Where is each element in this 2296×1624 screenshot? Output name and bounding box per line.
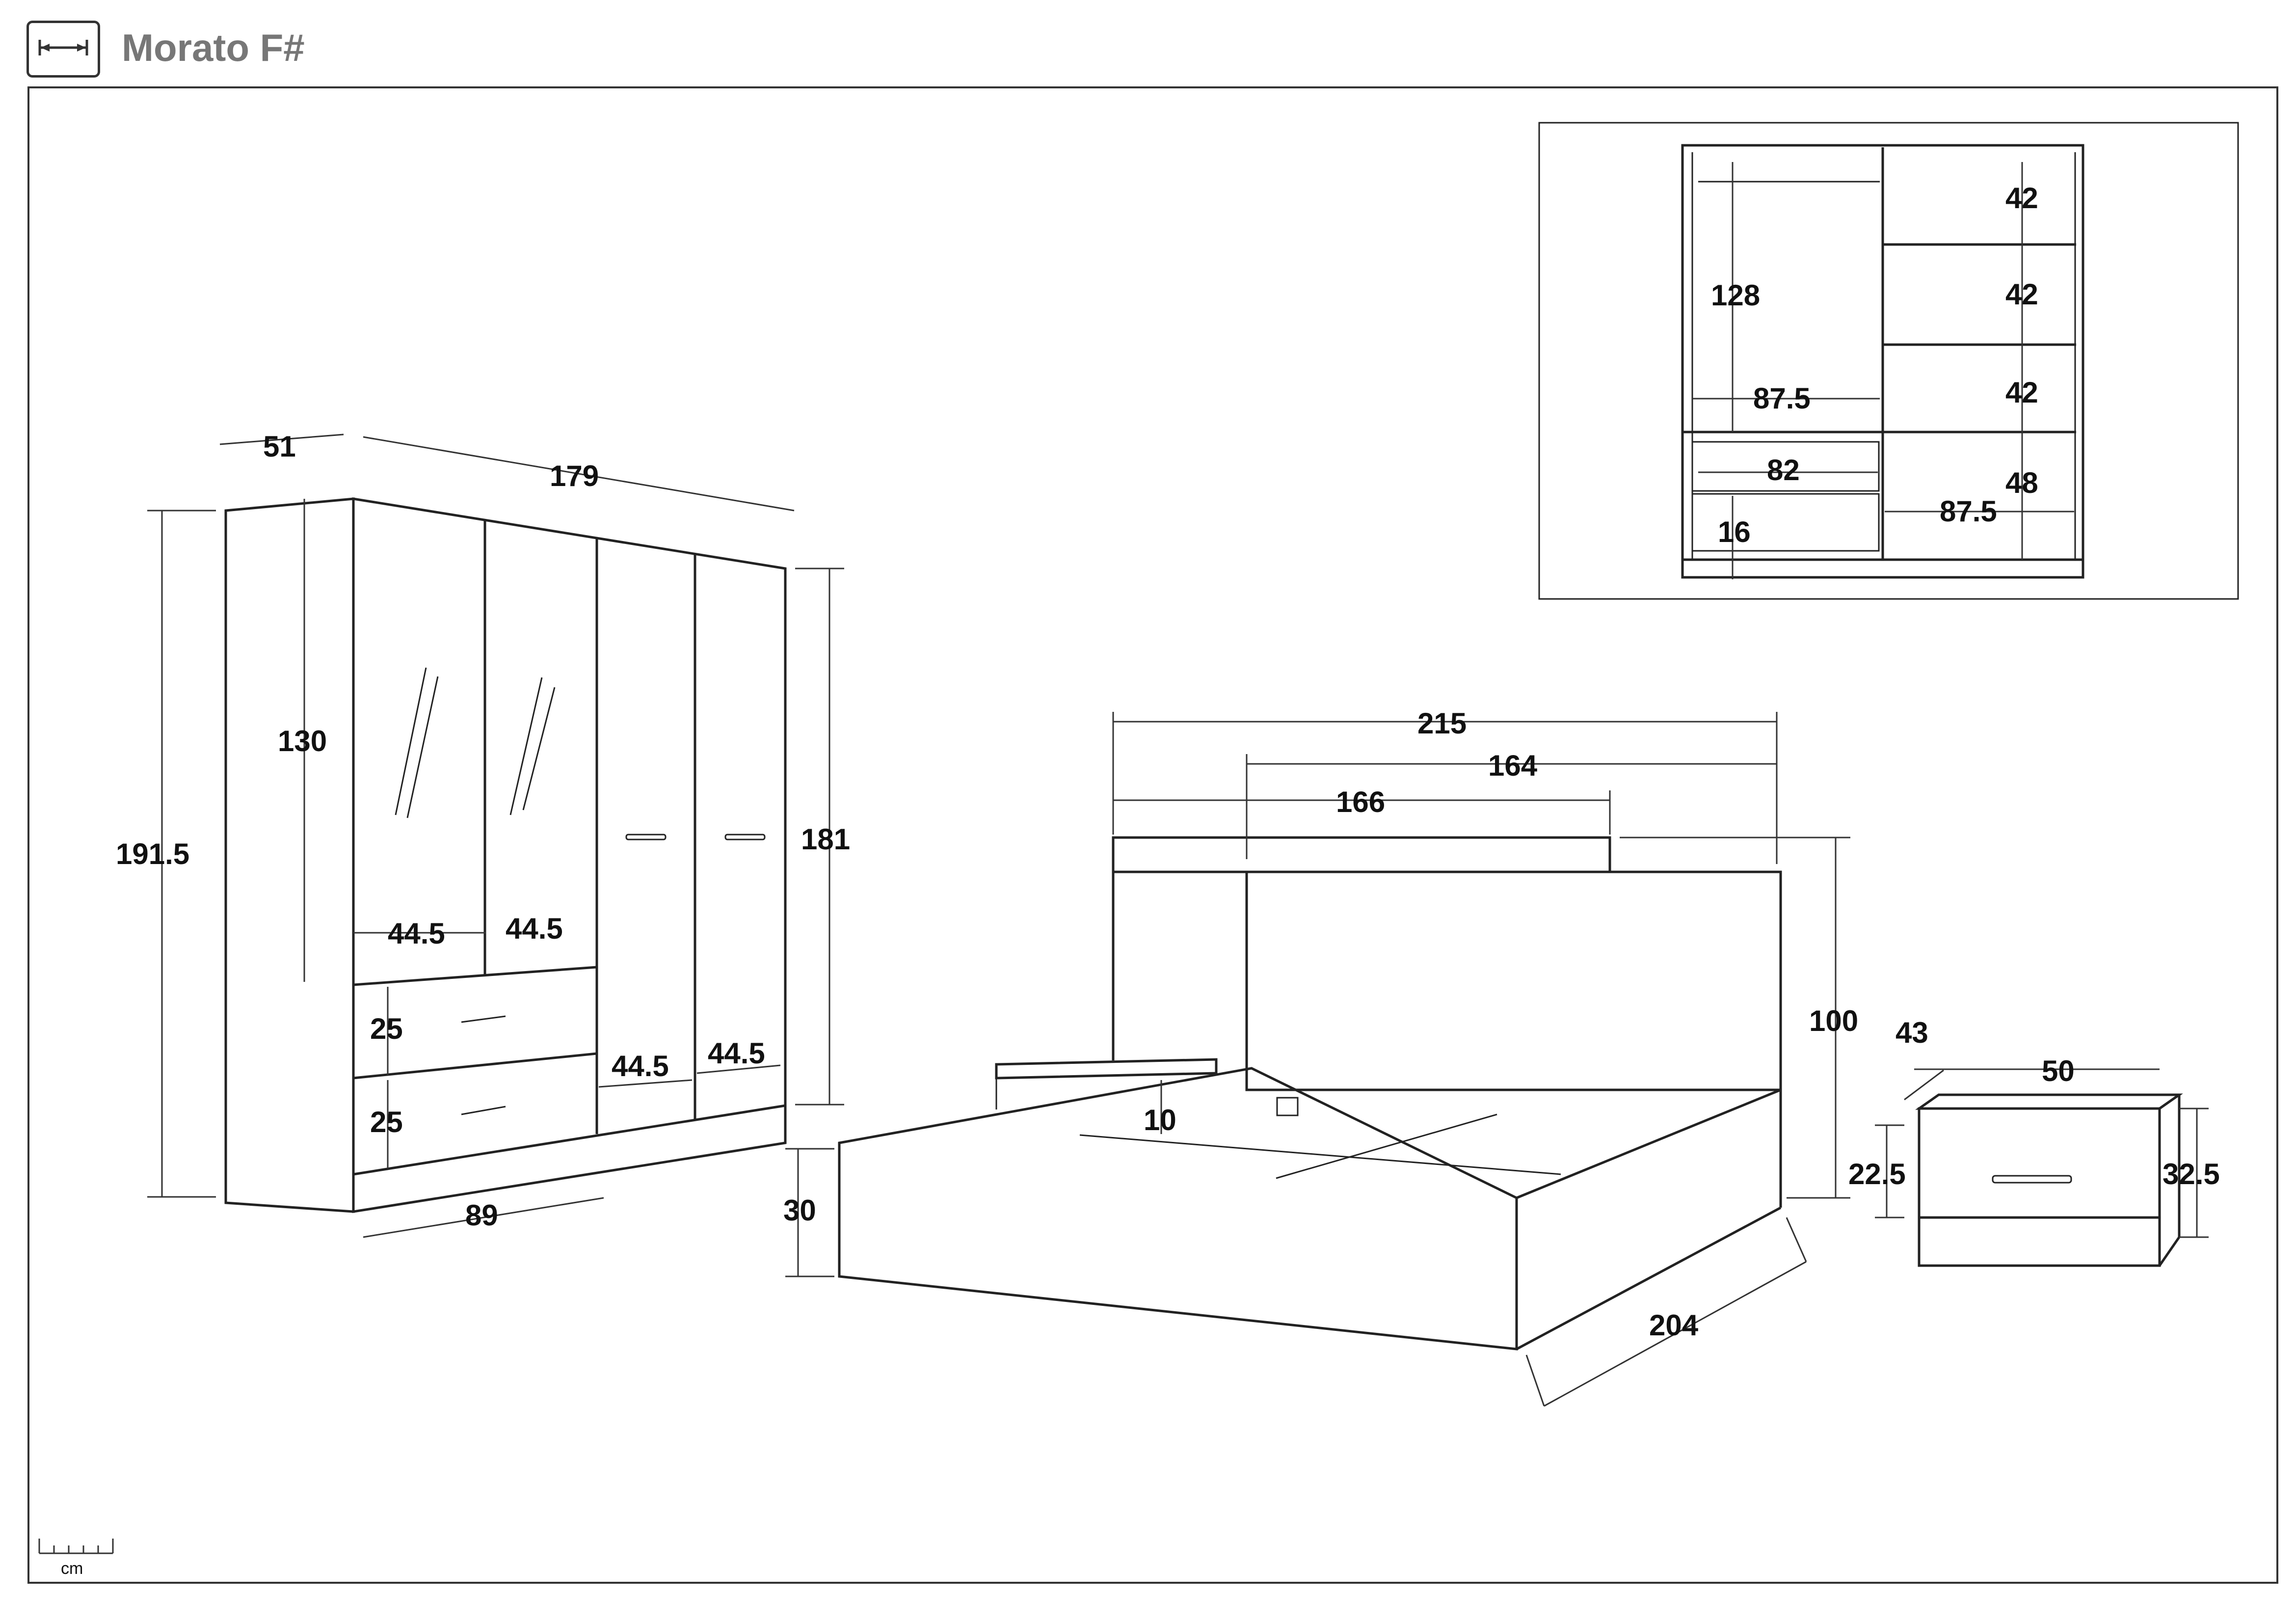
bed — [838, 836, 1782, 1351]
nightstand-depth-label: 43 — [1896, 1016, 1928, 1049]
wardrobe-total-height-label: 191.5 — [116, 838, 189, 870]
wardrobe-door-width-4-label: 44.5 — [708, 1037, 765, 1070]
scale-bar: cm — [38, 1539, 114, 1578]
page-title: Morato F# — [122, 26, 305, 69]
interior-drawer-height-label: 16 — [1718, 515, 1751, 548]
interior-shelf-3-label: 42 — [2005, 376, 2038, 409]
wardrobe-side-height-label: 181 — [801, 823, 850, 856]
wardrobe-depth-label: 51 — [263, 430, 296, 463]
bed-length-label: 204 — [1649, 1309, 1699, 1342]
wardrobe-drawer-2-label: 25 — [370, 1106, 403, 1138]
interior-shelf-4-label: 48 — [2005, 466, 2038, 499]
bed-inner-width-label: 166 — [1336, 785, 1385, 818]
wardrobe — [224, 497, 787, 1213]
wardrobe-door-width-3-label: 44.5 — [612, 1050, 669, 1083]
wardrobe-width-label: 179 — [550, 460, 599, 492]
nightstand-width-label: 50 — [2042, 1055, 2075, 1087]
nightstand-drawer-height-label: 22.5 — [1848, 1158, 1906, 1191]
scale-unit-label: cm — [61, 1559, 83, 1578]
wardrobe-door-width-1-label: 44.5 — [388, 917, 445, 950]
interior-shelf-2-label: 42 — [2005, 278, 2038, 311]
nightstand-dimension-lines — [1875, 1068, 2209, 1238]
bed-total-width-label: 215 — [1417, 707, 1467, 740]
bed-gap-label: 10 — [1144, 1104, 1176, 1137]
wardrobe-door-width-2-label: 44.5 — [506, 912, 563, 945]
dimension-labels: 51 179 191.5 130 181 44.5 44.5 44.5 44.5… — [116, 182, 2220, 1342]
interior-shelf-1-label: 42 — [2005, 182, 2038, 215]
interior-drawer-width-label: 82 — [1767, 454, 1800, 487]
wardrobe-dimension-lines — [147, 433, 844, 1238]
interior-hanging-height-label: 128 — [1711, 279, 1760, 312]
nightstand — [1915, 1093, 2183, 1267]
interior-shelf-width-label: 87.5 — [1940, 495, 1997, 528]
bed-headboard-width-label: 164 — [1488, 749, 1538, 782]
interior-hanging-width-label: 87.5 — [1753, 382, 1811, 415]
wardrobe-drawer-section-width-label: 89 — [465, 1199, 498, 1232]
nightstand-height-label: 32.5 — [2163, 1158, 2220, 1191]
bed-dimension-lines — [785, 712, 1850, 1407]
drawing-frame — [27, 86, 2278, 1584]
bed-height-label: 100 — [1809, 1004, 1858, 1037]
wardrobe-drawer-1-label: 25 — [370, 1012, 403, 1045]
bed-base-height-label: 30 — [783, 1194, 816, 1227]
wardrobe-interior-inset — [1538, 122, 2239, 600]
ruler-icon — [27, 21, 100, 78]
wardrobe-door-height-label: 130 — [278, 725, 327, 758]
